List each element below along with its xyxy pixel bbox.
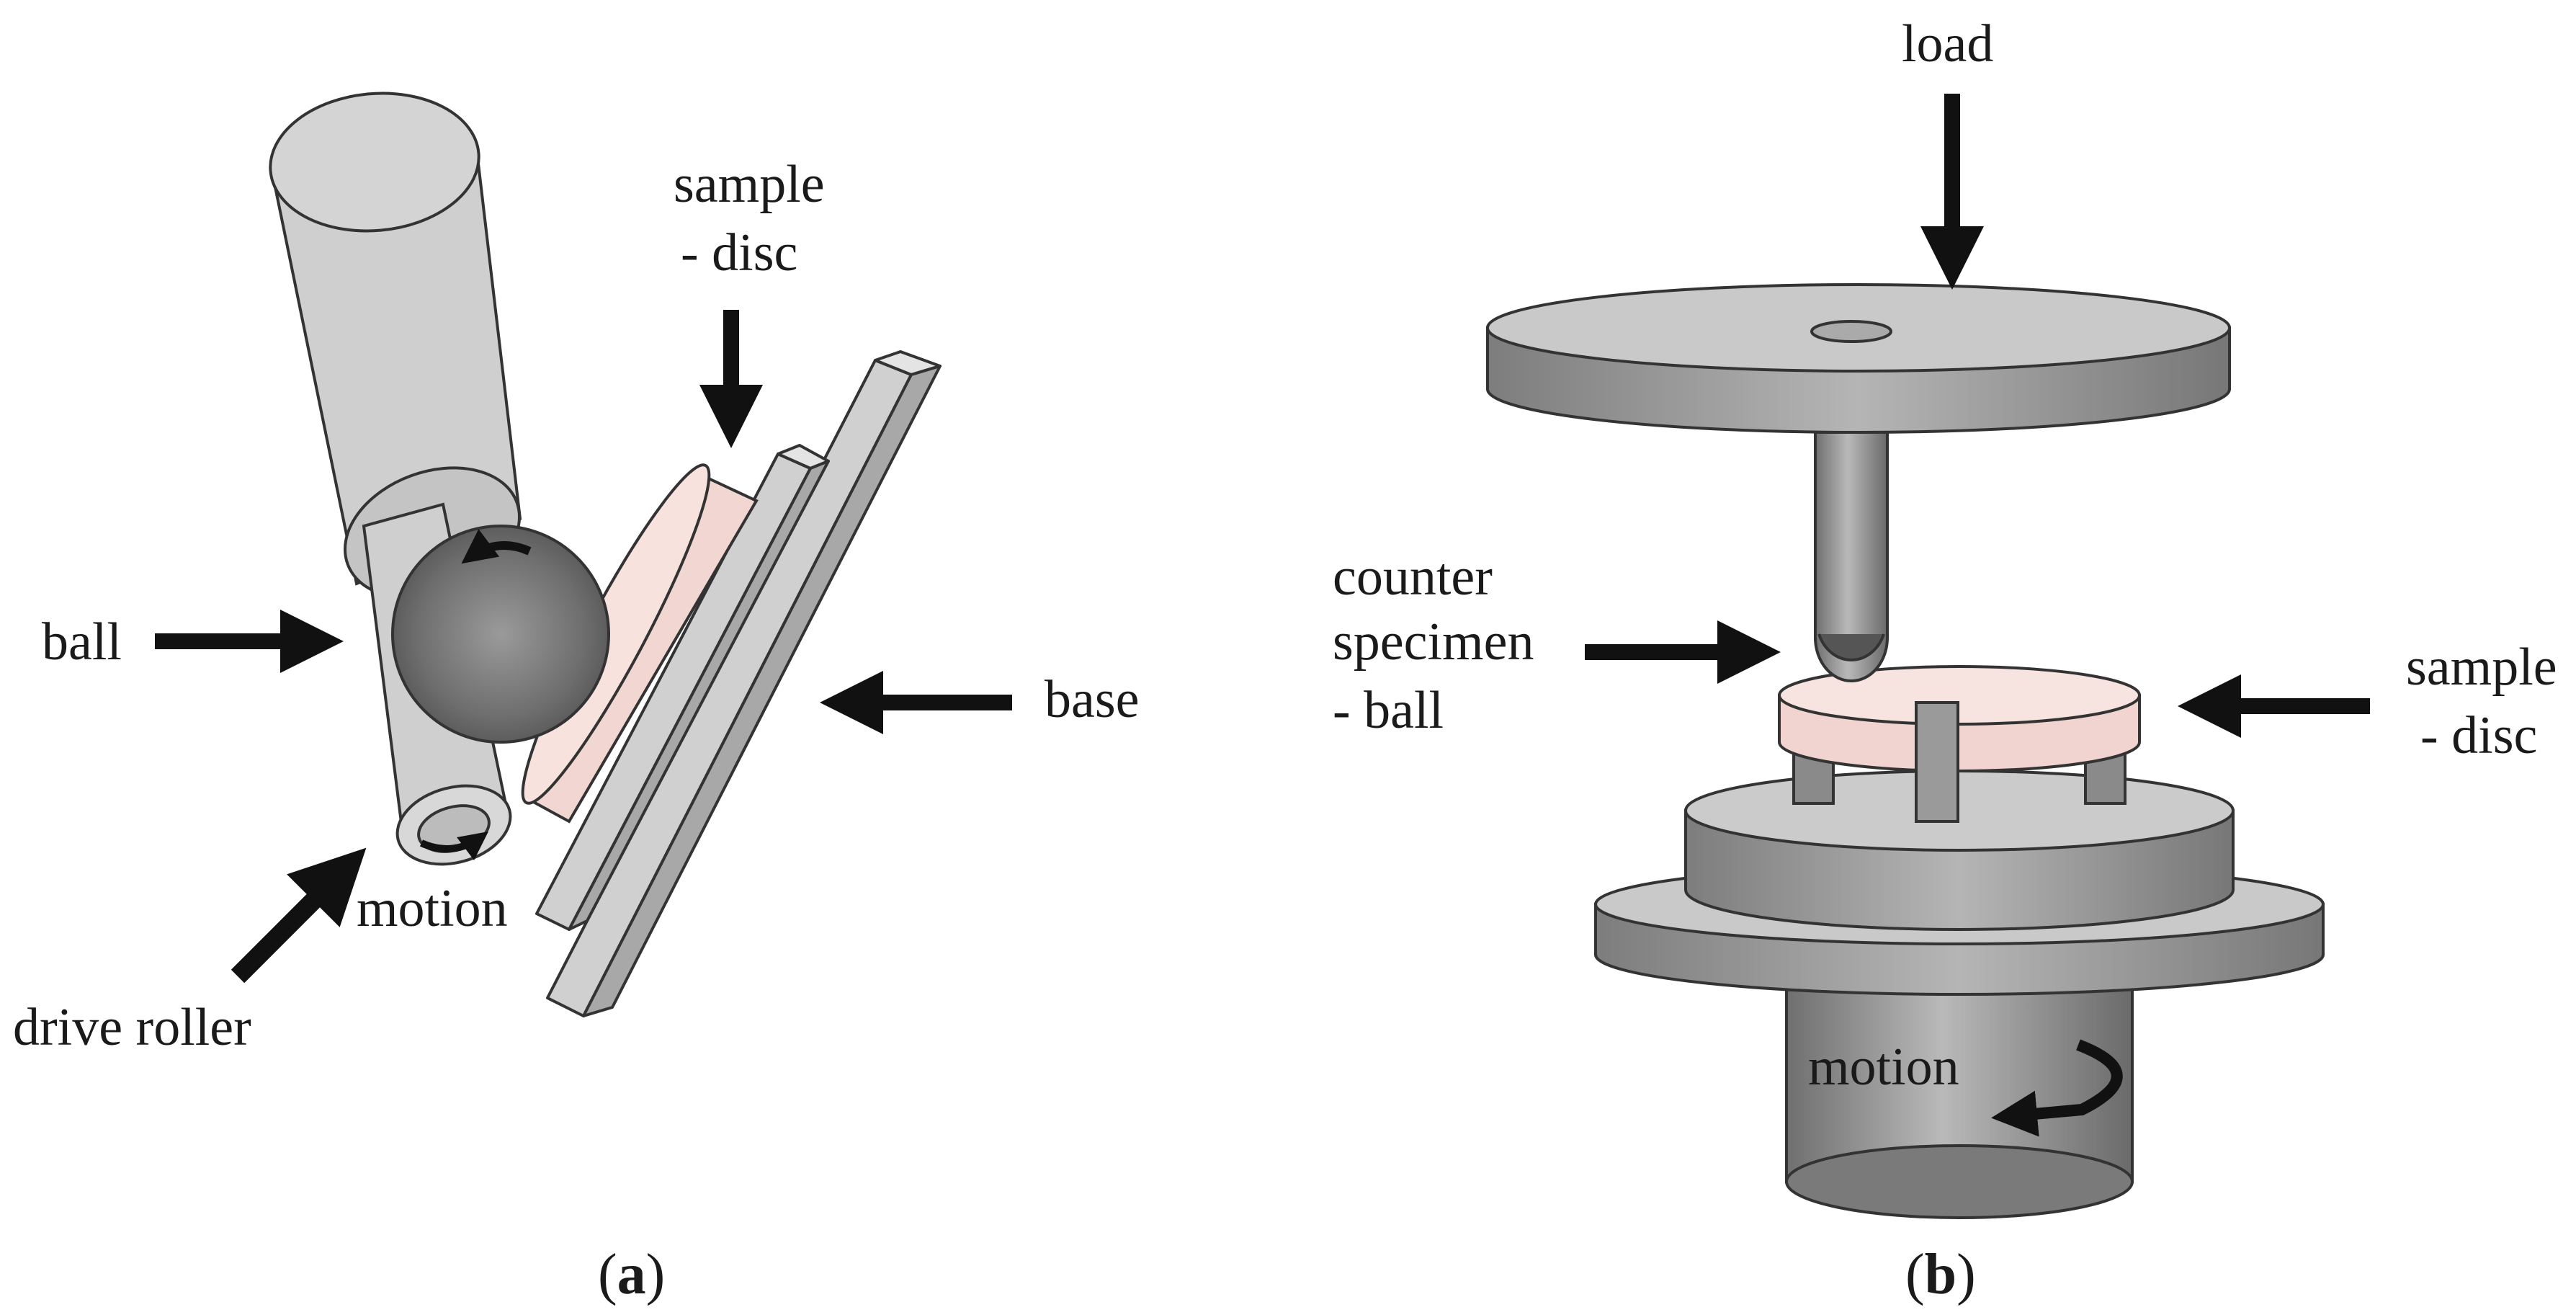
label-sample-a-line1: sample — [674, 155, 825, 214]
caption-b: (b) — [1905, 1243, 1976, 1306]
caption-b-letter: b — [1925, 1243, 1957, 1306]
panel-b: load counter specimen - ball sample - di… — [1333, 14, 2557, 1306]
label-load: load — [1902, 14, 1993, 73]
caption-b-close: ) — [1956, 1243, 1976, 1306]
base-plate — [546, 350, 942, 1017]
load-plate-hole — [1810, 320, 1892, 343]
label-sample-b-line1: sample — [2406, 638, 2557, 697]
label-ball: ball — [42, 612, 122, 672]
caption-a-letter: a — [617, 1243, 646, 1306]
drive-roller-arrow — [231, 847, 367, 984]
label-counter-line2: specimen — [1333, 612, 1534, 672]
middle-plate — [535, 444, 830, 931]
caption-a: (a) — [598, 1243, 665, 1306]
ball-rotation-icon — [461, 529, 532, 564]
label-counter-line3: - ball — [1333, 681, 1444, 740]
label-counter-line1: counter — [1333, 548, 1493, 607]
panel-a: sample - disc ball base motion drive rol… — [13, 92, 1140, 1306]
counter-specimen-rod — [1814, 431, 1889, 682]
label-sample-a-line2: - disc — [681, 223, 797, 282]
caption-a-close: ) — [646, 1243, 666, 1306]
motion-rotation-icon — [1991, 1039, 2123, 1137]
load-plate — [1486, 283, 2231, 434]
sample-disc-b — [1778, 665, 2141, 823]
label-motion-b: motion — [1808, 1038, 1959, 1097]
ball-a — [391, 525, 610, 744]
label-base: base — [1045, 670, 1140, 729]
label-motion-a: motion — [357, 879, 508, 938]
caption-a-open: ( — [598, 1243, 617, 1306]
label-sample-b-line2: - disc — [2420, 706, 2537, 765]
caption-b-open: ( — [1905, 1243, 1925, 1306]
label-drive-roller: drive roller — [13, 998, 251, 1057]
roller-rotation-icon — [419, 832, 489, 860]
